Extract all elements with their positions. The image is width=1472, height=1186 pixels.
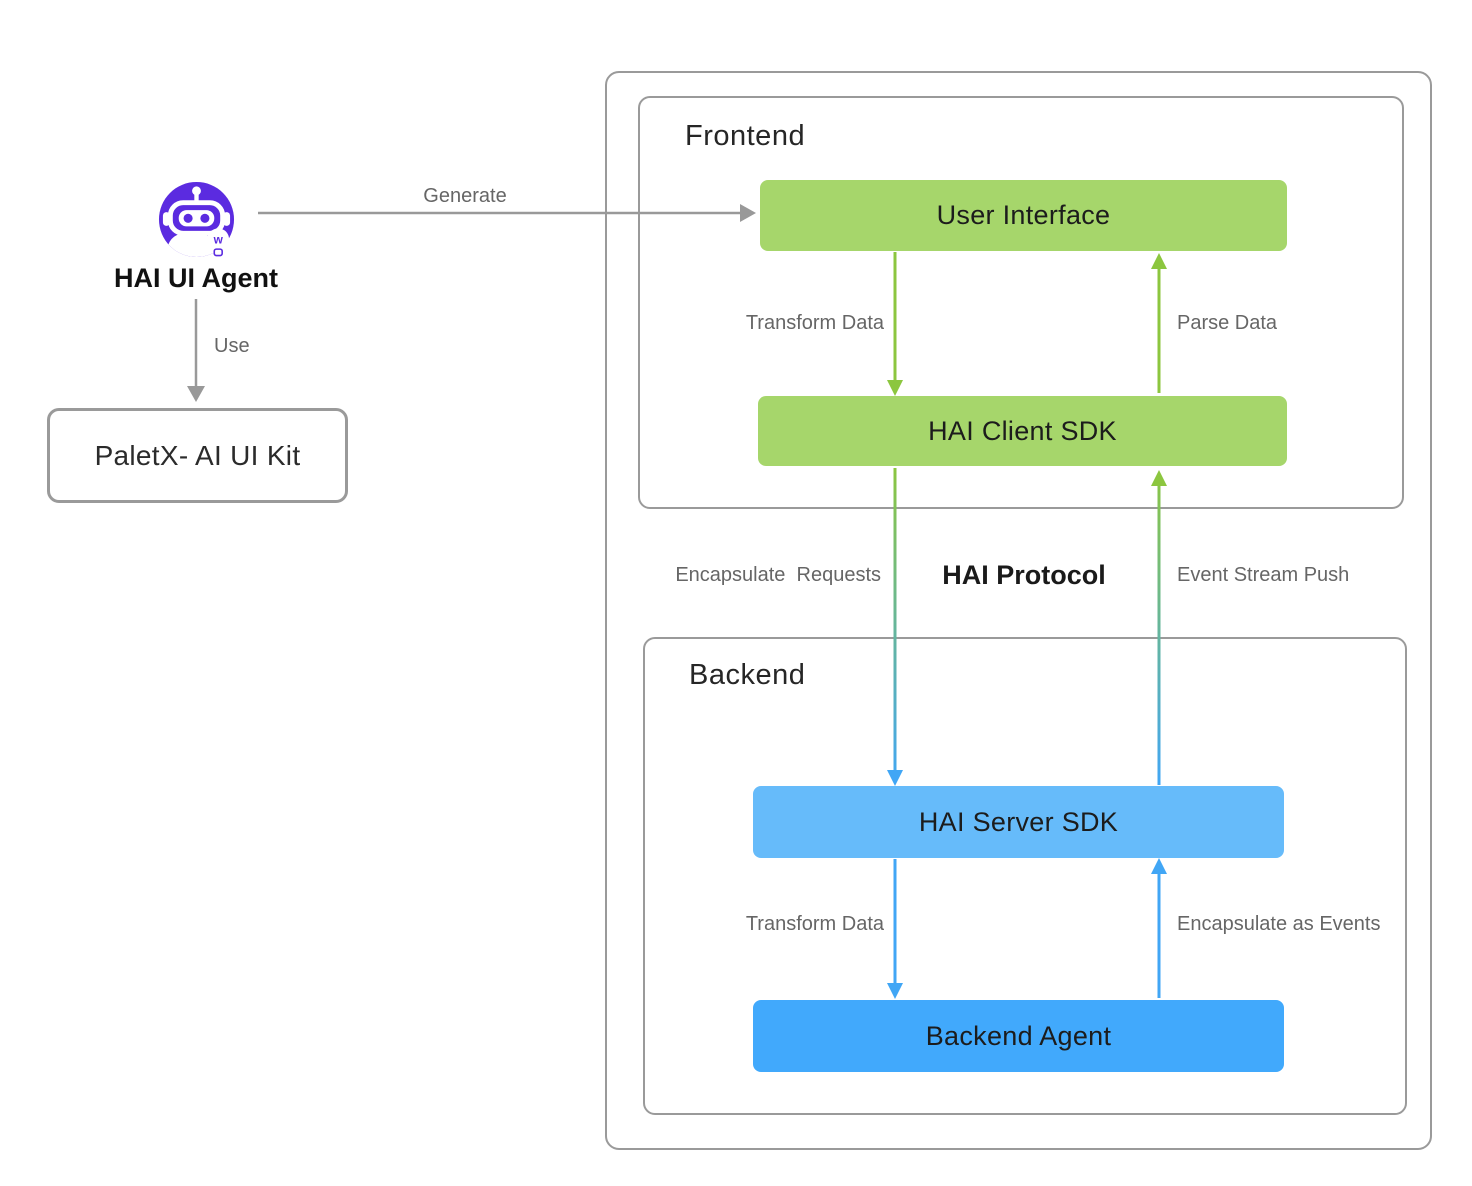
transform-data-backend-label: Transform Data xyxy=(745,913,884,935)
transform-data-frontend-label: Transform Data xyxy=(745,312,884,334)
node-hai-client-sdk: HAI Client SDK xyxy=(758,396,1287,466)
frontend-title: Frontend xyxy=(685,120,806,152)
backend-title: Backend xyxy=(689,659,806,691)
bulb-letter: w xyxy=(213,233,224,247)
robot-icon: w xyxy=(157,179,236,258)
encapsulate-as-events-label: Encapsulate as Events xyxy=(1177,913,1381,935)
node-user-interface: User Interface xyxy=(760,180,1287,251)
event-stream-push-label: Event Stream Push xyxy=(1177,564,1350,586)
use-label: Use xyxy=(214,335,250,357)
node-paletx-ai-ui-kit: PaletX- AI UI Kit xyxy=(47,408,348,503)
hai-protocol-label: HAI Protocol xyxy=(942,560,1106,590)
generate-label: Generate xyxy=(423,185,507,207)
node-hai-server-sdk: HAI Server SDK xyxy=(753,786,1284,858)
hai-ui-agent-label: HAI UI Agent xyxy=(114,263,278,293)
use-arrow xyxy=(187,299,205,402)
node-backend-agent: Backend Agent xyxy=(753,1000,1284,1072)
parse-data-label: Parse Data xyxy=(1177,312,1278,334)
encapsulate-requests-label: Encapsulate Requests xyxy=(675,564,881,586)
